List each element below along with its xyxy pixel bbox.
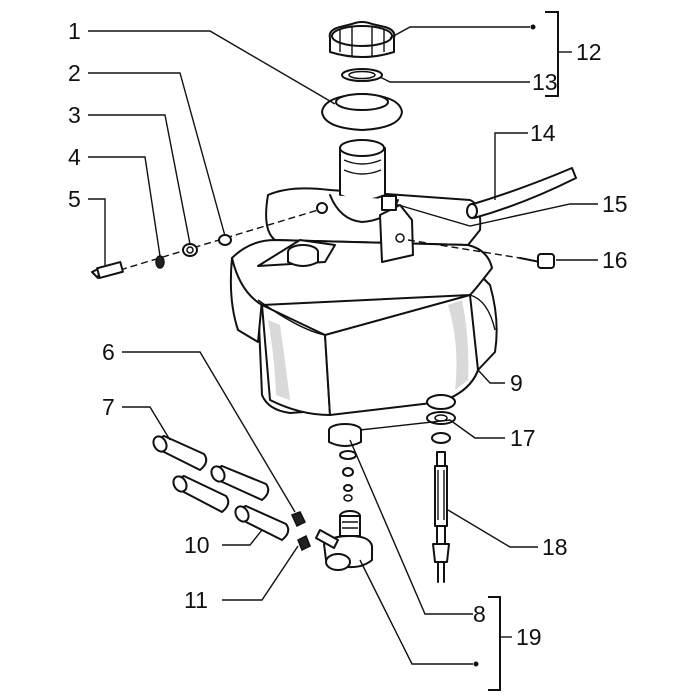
- right-bolt-assembly: [407, 239, 555, 269]
- callout-1: 1: [68, 18, 81, 44]
- tank-outlet-right: [426, 394, 456, 444]
- callout-15: 15: [602, 191, 628, 217]
- callout-17: 17: [510, 425, 536, 451]
- callout-7: 7: [102, 394, 115, 420]
- fuel-cap: [328, 21, 396, 58]
- fuel-tank-body: [229, 139, 498, 416]
- callout-11: 11: [184, 587, 208, 613]
- cap-seal-ring: [341, 68, 383, 82]
- callout-5: 5: [68, 186, 81, 212]
- callout-4: 4: [68, 144, 81, 170]
- callout-14: 14: [530, 120, 556, 146]
- callout-13: 13: [532, 69, 558, 95]
- fuel-hoses: [152, 435, 290, 541]
- callout-10: 10: [184, 532, 210, 558]
- callout-12: 12: [576, 39, 602, 65]
- hose-clips: [290, 511, 311, 552]
- callout-18: 18: [542, 534, 568, 560]
- callout-3: 3: [68, 102, 81, 128]
- callout-6: 6: [102, 339, 115, 365]
- leader-lines: [88, 11, 598, 691]
- callout-labels: 1 2 3 4 5 6 7 8 9 10 11 12 13 14 15 16 1…: [68, 18, 628, 650]
- callout-2: 2: [68, 60, 81, 86]
- vent-hose: [466, 167, 577, 219]
- left-bolt-assembly: [91, 202, 328, 279]
- callout-16: 16: [602, 247, 628, 273]
- fuel-level-sender: [432, 451, 450, 583]
- filler-gasket: [321, 93, 403, 131]
- tank-outlet-left: [328, 423, 362, 502]
- callout-9: 9: [510, 370, 523, 396]
- callout-19: 19: [516, 624, 542, 650]
- callout-8: 8: [473, 601, 486, 627]
- fuel-tap: [315, 510, 373, 571]
